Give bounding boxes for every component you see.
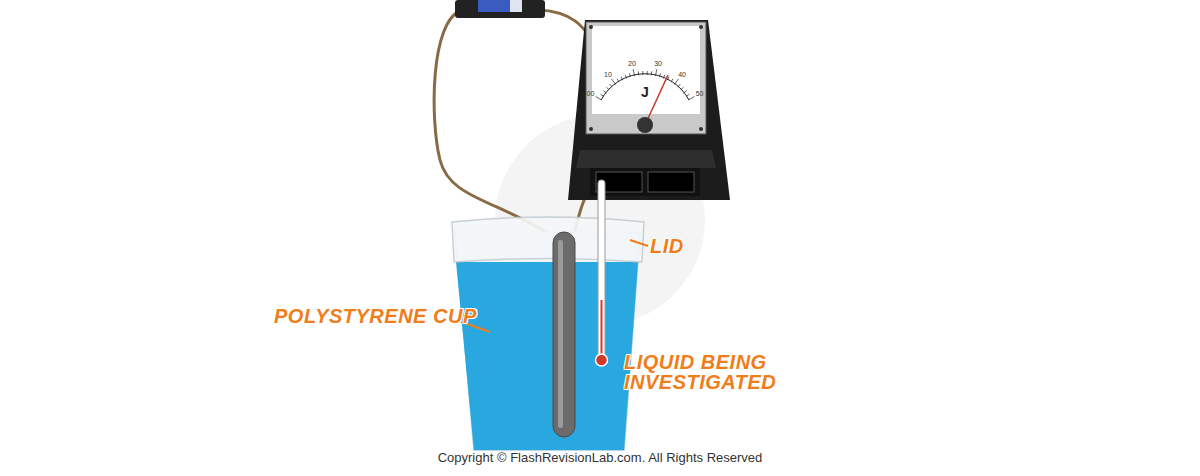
battery-symbol bbox=[455, 0, 545, 18]
scale-tick bbox=[684, 91, 687, 94]
part-label: LIQUID BEING INVESTIGATED bbox=[624, 352, 794, 392]
part-label: POLYSTYRENE CUP bbox=[274, 306, 477, 326]
scale-number: 40 bbox=[678, 71, 686, 78]
joulemeter bbox=[568, 20, 730, 200]
scale-tick bbox=[655, 69, 656, 76]
scale-number: 30 bbox=[654, 60, 662, 67]
part-label: LID bbox=[650, 236, 684, 256]
scale-tick bbox=[629, 73, 630, 77]
leader-line bbox=[630, 240, 648, 246]
scale-tick bbox=[681, 87, 684, 90]
polystyrene-cup bbox=[455, 232, 640, 450]
scale-tick bbox=[606, 87, 609, 90]
scale-tick bbox=[625, 75, 626, 79]
scale-tick bbox=[603, 91, 606, 94]
scale-tick bbox=[663, 75, 664, 79]
immersion-heater bbox=[553, 232, 575, 437]
scale-number: 00 bbox=[587, 90, 595, 97]
scale-tick bbox=[633, 69, 634, 76]
unit-symbol: J bbox=[641, 85, 649, 99]
scale-tick bbox=[638, 71, 640, 75]
scale-tick bbox=[674, 79, 678, 85]
scale-tick bbox=[678, 84, 681, 87]
scale-tick bbox=[601, 94, 604, 96]
scale-number: 10 bbox=[604, 71, 612, 78]
scale-number: 50 bbox=[696, 90, 704, 97]
scale-tick bbox=[621, 77, 623, 81]
lid bbox=[452, 217, 644, 262]
scale-tick bbox=[647, 71, 648, 75]
scale-tick bbox=[617, 79, 619, 82]
scale-number: 20 bbox=[628, 60, 636, 67]
scale-tick bbox=[596, 97, 602, 101]
scale-tick bbox=[659, 73, 660, 77]
thermometer bbox=[596, 180, 608, 366]
scale-tick bbox=[686, 94, 689, 96]
scale-tick bbox=[688, 97, 694, 101]
wire bbox=[434, 10, 555, 238]
scale-tick bbox=[651, 71, 653, 75]
liquid bbox=[456, 262, 638, 450]
copyright-note: Copyright © FlashRevisionLab.com. All Ri… bbox=[438, 451, 763, 465]
scale-tick bbox=[611, 79, 615, 85]
scale-tick bbox=[610, 84, 613, 87]
scale-tick bbox=[671, 79, 673, 82]
scale-tick bbox=[642, 71, 643, 75]
